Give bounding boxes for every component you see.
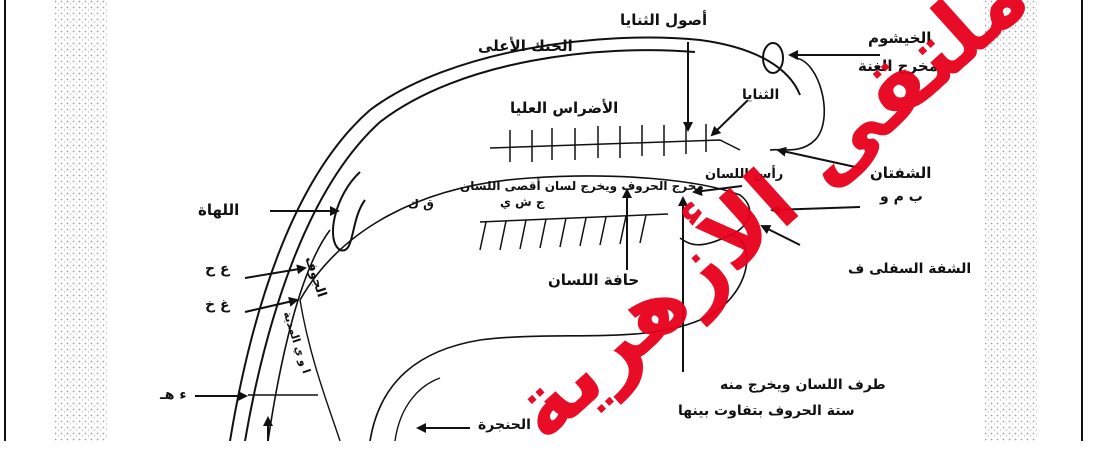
lips-letters-label: ب م و [880, 190, 923, 205]
ghayn-kha-label: غ خ [205, 298, 230, 313]
uvula-label: اللهاة [198, 202, 239, 219]
lower-lip-label: الشفة السفلى ف [848, 262, 971, 277]
lower-teeth-base [480, 214, 668, 222]
incisor-roots-label: أصول الثنايا [620, 12, 707, 29]
upper-teeth [510, 124, 706, 162]
articulation-note-label: مخرج الحروف ويخرج لسان أقصى اللسان [460, 180, 704, 193]
nasal-cavity-oval [763, 43, 783, 73]
hard-palate-label: الحنك الأعلى [478, 38, 573, 55]
ayn-ha-label: ع ح [205, 262, 230, 277]
jim-shin-ya-label: ج ش ي [500, 196, 545, 209]
diagram: الخيشوم مخرج الغنة أصول الثنايا الحنك ال… [0, 0, 1093, 441]
tongue-tip-desc-line2: ستة الحروف بتفاوت بينها [678, 404, 855, 419]
chin-curve [395, 378, 440, 441]
left-border-pattern [55, 0, 107, 441]
upper-teeth-base [490, 140, 740, 150]
hamza-ha-label: ء هـ [160, 388, 187, 403]
incisors-label: الثنايا [742, 88, 779, 103]
upper-molars-label: الأضراس العليا [510, 100, 618, 117]
qaf-kaf-label: ق ك [408, 198, 434, 211]
tongue-tip-desc-line1: طرف اللسان ويخرج منه [720, 378, 886, 393]
